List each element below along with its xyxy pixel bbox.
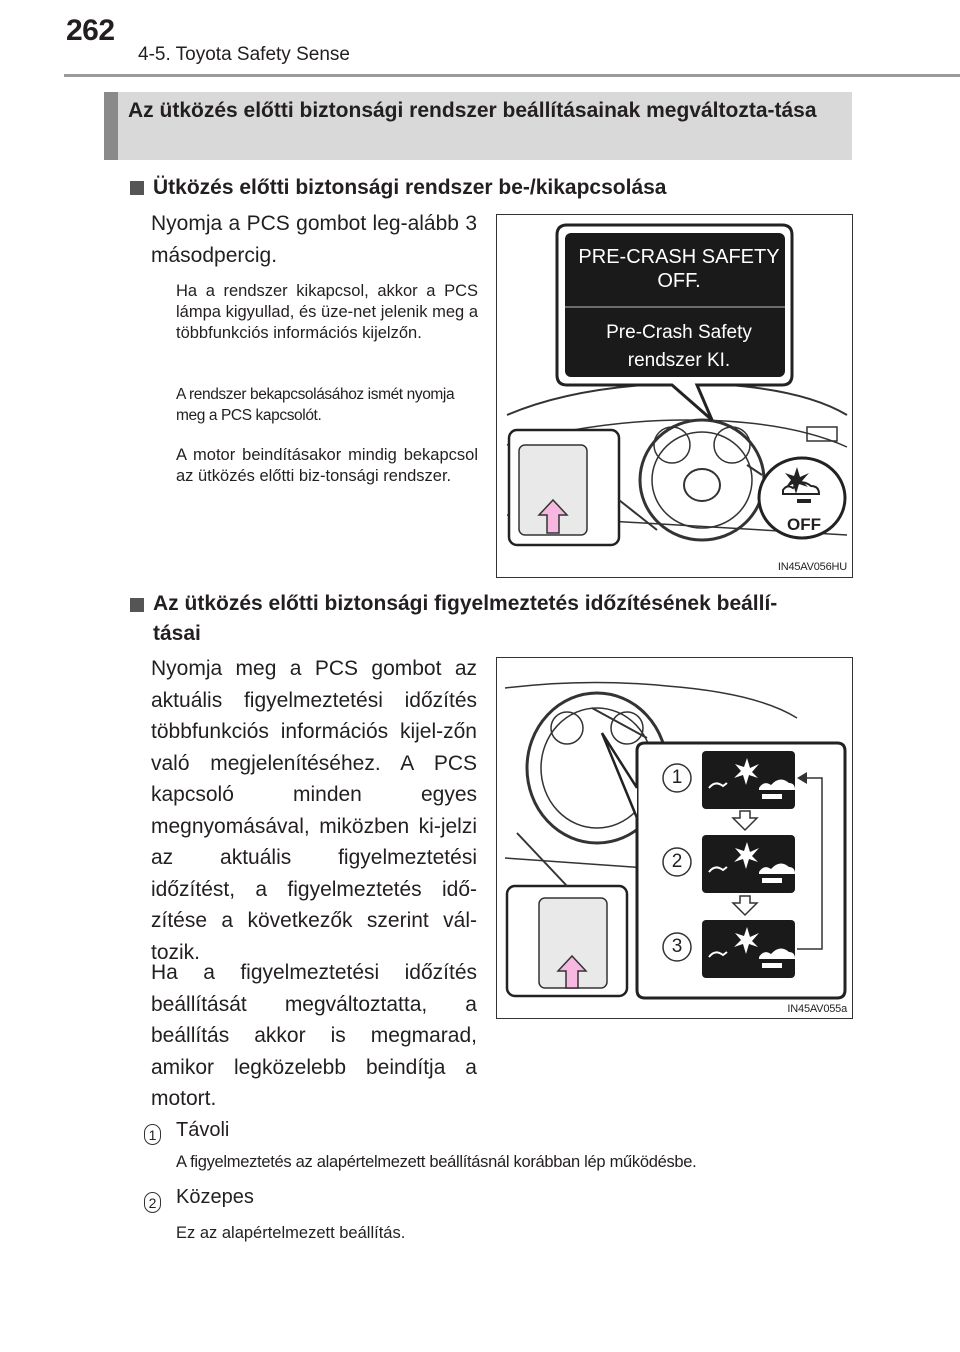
sec2-heading-line2: tásai: [153, 622, 201, 645]
figure-timing: 1 2 3 IN45AV055a: [496, 657, 853, 1019]
figure-code-2: IN45AV055a: [787, 1003, 847, 1015]
option-number-2: 2: [144, 1192, 161, 1213]
option-desc-2: Ez az alapértelmezett beállítás.: [176, 1224, 406, 1242]
sec2-paragraph-1: Nyomja meg a PCS gombot az aktuális figy…: [151, 657, 477, 964]
sec2-paragraph-2: Ha a figyelmeztetési időzítés beállításá…: [151, 961, 477, 1110]
figure-timing-illustration: [504, 681, 847, 1000]
step-number-3: 3: [671, 936, 683, 957]
screen-msg-hu-line2: rendszer KI.: [627, 350, 731, 371]
bullet-square-icon: [130, 598, 144, 612]
option-desc-1: A figyelmeztetés az alapértelmezett beál…: [176, 1153, 697, 1171]
screen-msg-hu-line1: Pre-Crash Safety: [606, 322, 752, 343]
sec1-note-1: Ha a rendszer kikapcsol, akkor a PCS lám…: [176, 282, 478, 342]
off-label-text: OFF: [787, 515, 821, 534]
step-number-2: 2: [671, 851, 683, 872]
screen-msg-hu: Pre-Crash Safety rendszer KI.: [569, 319, 789, 375]
step-number-1: 1: [671, 767, 683, 788]
option-number-1: 1: [144, 1124, 161, 1145]
bullet-square-icon: [130, 181, 144, 195]
sec1-heading: Ütközés előtti biztonsági rendszer be-/k…: [153, 176, 667, 199]
screen-msg-en: PRE-CRASH SAFETY OFF.: [569, 245, 789, 293]
sec1-instruction: Nyomja a PCS gombot leg-alább 3 másodper…: [151, 212, 477, 267]
page-number: 262: [66, 14, 115, 47]
screen-msg-en-line2: OFF.: [657, 270, 701, 292]
header-rule: [64, 74, 960, 77]
figure-code-1: IN45AV056HU: [777, 561, 847, 573]
option-label-1: Távoli: [176, 1119, 230, 1141]
section-title: 4-5. Toyota Safety Sense: [138, 44, 350, 65]
figure-pcs-off: PRE-CRASH SAFETY OFF. Pre-Crash Safety r…: [496, 214, 853, 578]
figure-pcs-off-illustration: [506, 223, 848, 547]
sec1-note-2: A rendszer bekapcsolásához ismét nyomja …: [176, 386, 455, 424]
sec1-note-3: A motor beindításakor mindig bekapcsol a…: [176, 446, 478, 485]
title-accent-bar: [104, 92, 118, 160]
title-box: [104, 92, 852, 160]
sec2-heading-line1: Az ütközés előtti biztonsági figyelmezte…: [153, 592, 778, 615]
screen-msg-en-line1: PRE-CRASH SAFETY: [578, 246, 780, 268]
option-label-2: Közepes: [176, 1186, 254, 1208]
page-heading: Az ütközés előtti biztonsági rendszer be…: [128, 99, 817, 122]
